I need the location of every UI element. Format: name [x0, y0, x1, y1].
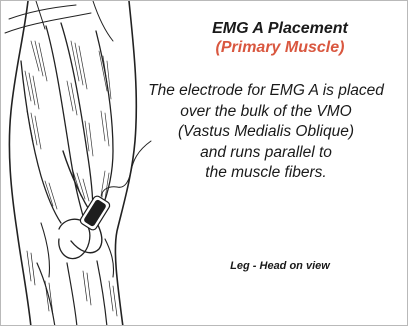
muscle-hatching [25, 41, 111, 209]
primary-muscle-subtitle: (Primary Muscle) [151, 39, 408, 57]
vastus-lateralis-outline [21, 61, 61, 223]
description-line: The electrode for EMG A is placed [123, 81, 408, 102]
description-line: the muscle fibers. [123, 163, 408, 184]
description-line: (Vastus Medialis Oblique) [123, 122, 408, 143]
description-line: over the bulk of the VMO [123, 102, 408, 123]
shin-hatching [27, 251, 117, 316]
page-title: EMG A Placement [151, 20, 408, 38]
leg-outline-left [9, 1, 31, 326]
description-line: and runs parallel to [123, 143, 408, 164]
view-caption: Leg - Head on view [151, 259, 408, 273]
placement-description: The electrode for EMG A is placed over t… [123, 81, 408, 184]
